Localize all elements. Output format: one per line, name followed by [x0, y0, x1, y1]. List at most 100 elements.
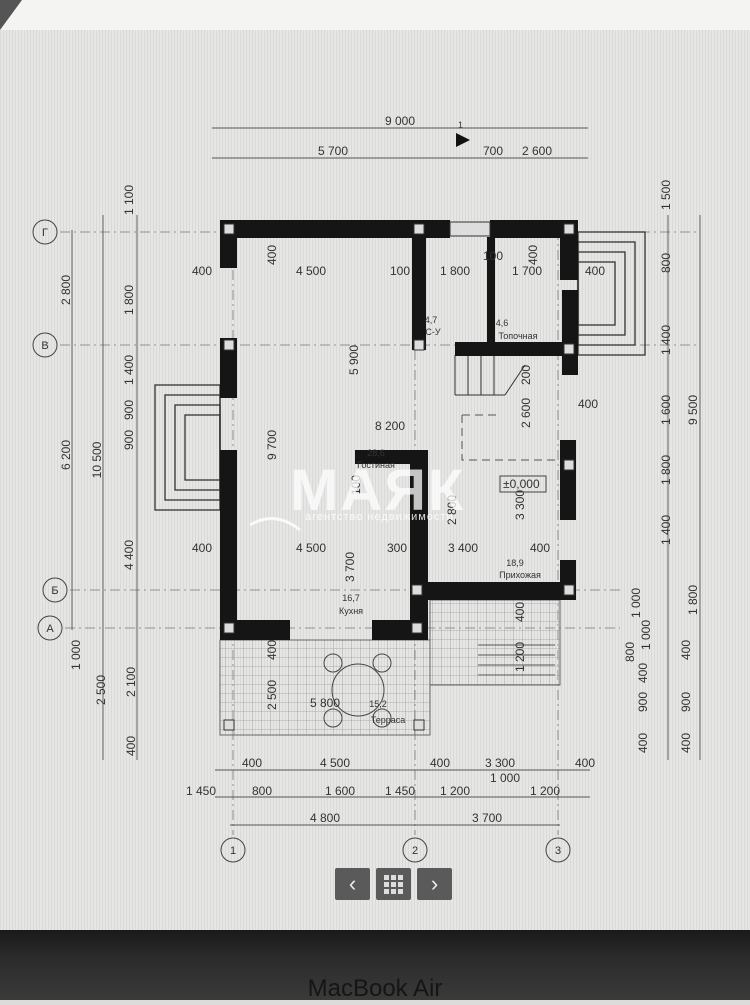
dining-table: [323, 653, 392, 728]
dim-label: 4 800: [310, 811, 340, 825]
dim-label: 3 300: [513, 490, 527, 520]
dim-label: 4 400: [122, 540, 136, 570]
window: [449, 221, 491, 237]
top-dimensions: 9 000 5 700 700 2 600: [318, 114, 552, 158]
dim-label: 2 500: [94, 675, 108, 705]
top-bar: [0, 0, 750, 30]
staircase: [454, 355, 526, 396]
dim-label: 1 200: [440, 784, 470, 798]
dim-label: 1 000: [639, 620, 653, 650]
dim-label: 8 200: [375, 419, 405, 433]
dim-label: 700: [483, 144, 503, 158]
dim-label: 400: [124, 736, 138, 756]
previous-button[interactable]: ‹: [335, 868, 370, 900]
dim-label: 400: [636, 663, 650, 683]
dim-label: 900: [122, 430, 136, 450]
dim-label: 400: [430, 756, 450, 770]
dim-label: 100: [349, 475, 363, 495]
column-markers: [223, 223, 575, 731]
dim-label: 3 700: [472, 811, 502, 825]
room-name: Кухня: [339, 606, 363, 616]
dim-label: 200: [519, 365, 533, 385]
dim-label: 1 000: [490, 771, 520, 785]
terrace: [219, 599, 561, 736]
right-dimensions: 1 500 800 1 400 1 600 1 800 1 400 1 000 …: [623, 180, 700, 753]
dim-label: 2 800: [445, 495, 459, 525]
axis-label: 2: [412, 845, 418, 857]
dim-label: 5 700: [318, 144, 348, 158]
axis-labels: Г В Б А 1 2 3: [41, 227, 561, 857]
room-area: 18,9: [506, 558, 524, 568]
room-area: 4,7: [425, 315, 438, 325]
dim-label: 1 600: [659, 395, 673, 425]
gallery-nav: ‹ ›: [335, 868, 452, 900]
grid-icon: [384, 874, 403, 894]
dim-label: 5 900: [347, 345, 361, 375]
axis-label: А: [46, 623, 54, 635]
dim-label: 400: [265, 245, 279, 265]
dim-label: 1 700: [512, 264, 542, 278]
dim-label: 3 300: [485, 756, 515, 770]
dim-label: 1 400: [659, 515, 673, 545]
dim-label: 9 500: [686, 395, 700, 425]
grid-view-button[interactable]: [376, 868, 411, 900]
watermark-logo: МАЯК агентство недвижимости: [249, 458, 465, 532]
dim-label: 400: [192, 541, 212, 555]
dim-label: 3 400: [448, 541, 478, 555]
stair-outline-dashed: [461, 414, 560, 461]
dim-label: 400: [578, 397, 598, 411]
dim-label: 900: [679, 692, 693, 712]
dim-label: 400: [530, 541, 550, 555]
room-area: 15,2: [369, 699, 387, 709]
next-button[interactable]: ›: [417, 868, 452, 900]
axis-label: 3: [555, 845, 561, 857]
axis-label: В: [41, 340, 48, 352]
dim-label: 2 600: [519, 398, 533, 428]
dim-label: 1 800: [659, 455, 673, 485]
row-axis-markers: [32, 219, 571, 863]
dim-label: 400: [679, 733, 693, 753]
room-name: Гостиная: [357, 460, 395, 470]
dim-label: 100: [390, 264, 410, 278]
dim-label: 4 500: [296, 541, 326, 555]
screen-background: [0, 0, 750, 930]
dim-label: 3 700: [343, 552, 357, 582]
room-area: 16,7: [342, 593, 360, 603]
dim-label: 900: [122, 400, 136, 420]
walls: [220, 220, 578, 640]
dim-label: 1 800: [122, 285, 136, 315]
axis-label: Г: [42, 227, 48, 239]
dim-label: 400: [526, 245, 540, 265]
dim-label: 1 800: [686, 585, 700, 615]
dim-label: 1 800: [440, 264, 470, 278]
dim-label: 900: [636, 692, 650, 712]
dim-label: 9 000: [385, 114, 415, 128]
dim-label: 400: [242, 756, 262, 770]
dim-label: 5 800: [310, 696, 340, 710]
dim-label: 1 500: [659, 180, 673, 210]
room-name: Терраса: [371, 715, 406, 725]
level-mark: ±0,000: [503, 477, 540, 491]
room-labels: 4,7 С-У 4,6 Топочная 28,6 Гостиная 18,9 …: [339, 315, 541, 725]
room-name: Прихожая: [499, 570, 541, 580]
axis-label: 1: [230, 845, 236, 857]
dim-label: 1 000: [69, 640, 83, 670]
dim-label: 800: [252, 784, 272, 798]
dim-label: 6 200: [59, 440, 73, 470]
dim-label: 1 600: [325, 784, 355, 798]
dim-label: 800: [623, 642, 637, 662]
dim-label: 2 500: [265, 680, 279, 710]
watermark-brand: МАЯК: [290, 458, 465, 523]
dim-label: 100: [483, 249, 503, 263]
left-dimensions: 2 800 6 200 1 000 10 500 2 500 1 100 1 8…: [59, 185, 138, 756]
dim-label: 10 500: [90, 441, 104, 478]
room-name: С-У: [425, 327, 440, 337]
section-arrow-icon: [456, 133, 470, 147]
room-area: 28,6: [367, 448, 385, 458]
dim-label: 400: [585, 264, 605, 278]
corner-shadow: [0, 0, 22, 30]
dim-label: 1 000: [629, 588, 643, 618]
level-mark-box: [499, 475, 547, 493]
